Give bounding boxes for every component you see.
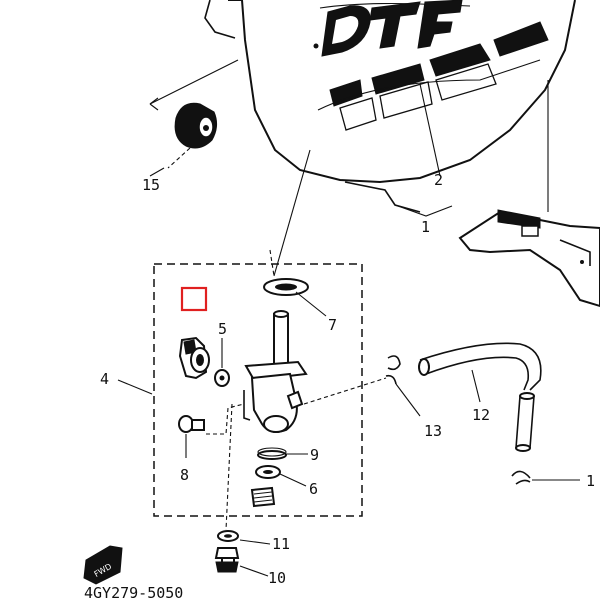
fuel-cock-assembly-box xyxy=(153,263,363,517)
callout-1-right: 1 xyxy=(586,472,595,490)
footer-code: 4GY279-5050 xyxy=(84,584,183,600)
gasket-7 xyxy=(263,278,309,296)
callout-6: 6 xyxy=(309,480,318,498)
hose-clip-right xyxy=(511,470,531,485)
callout-5: 5 xyxy=(218,320,227,338)
drain-bolt-10 xyxy=(214,547,240,573)
washer-6 xyxy=(255,465,281,479)
lever-part xyxy=(178,336,210,380)
filter-cup xyxy=(250,486,276,508)
selection-highlight xyxy=(180,286,208,312)
callout-13: 13 xyxy=(424,422,442,440)
callout-2: 2 xyxy=(434,171,443,189)
callout-1: 1 xyxy=(421,218,430,236)
tank-logo: DT xyxy=(321,0,463,57)
callout-7: 7 xyxy=(328,316,337,334)
fuel-cock xyxy=(243,310,308,433)
callout-8: 8 xyxy=(180,466,189,484)
fwd-badge: FWD xyxy=(83,545,123,585)
callout-9: 9 xyxy=(310,446,319,464)
callout-15: 15 xyxy=(142,176,160,194)
fuel-cap xyxy=(174,102,218,149)
seat-bracket xyxy=(458,209,600,308)
callout-10: 10 xyxy=(268,569,286,587)
fuel-tank: DT xyxy=(204,0,576,213)
washer-11 xyxy=(217,530,239,542)
washer-5 xyxy=(214,369,230,387)
callout-11: 11 xyxy=(272,535,290,553)
spring-9 xyxy=(257,447,287,460)
callout-4: 4 xyxy=(100,370,109,388)
callout-12: 12 xyxy=(472,406,490,424)
screw-8 xyxy=(178,415,205,433)
hose-clip-13 xyxy=(385,355,401,385)
fuel-hose xyxy=(418,342,542,452)
